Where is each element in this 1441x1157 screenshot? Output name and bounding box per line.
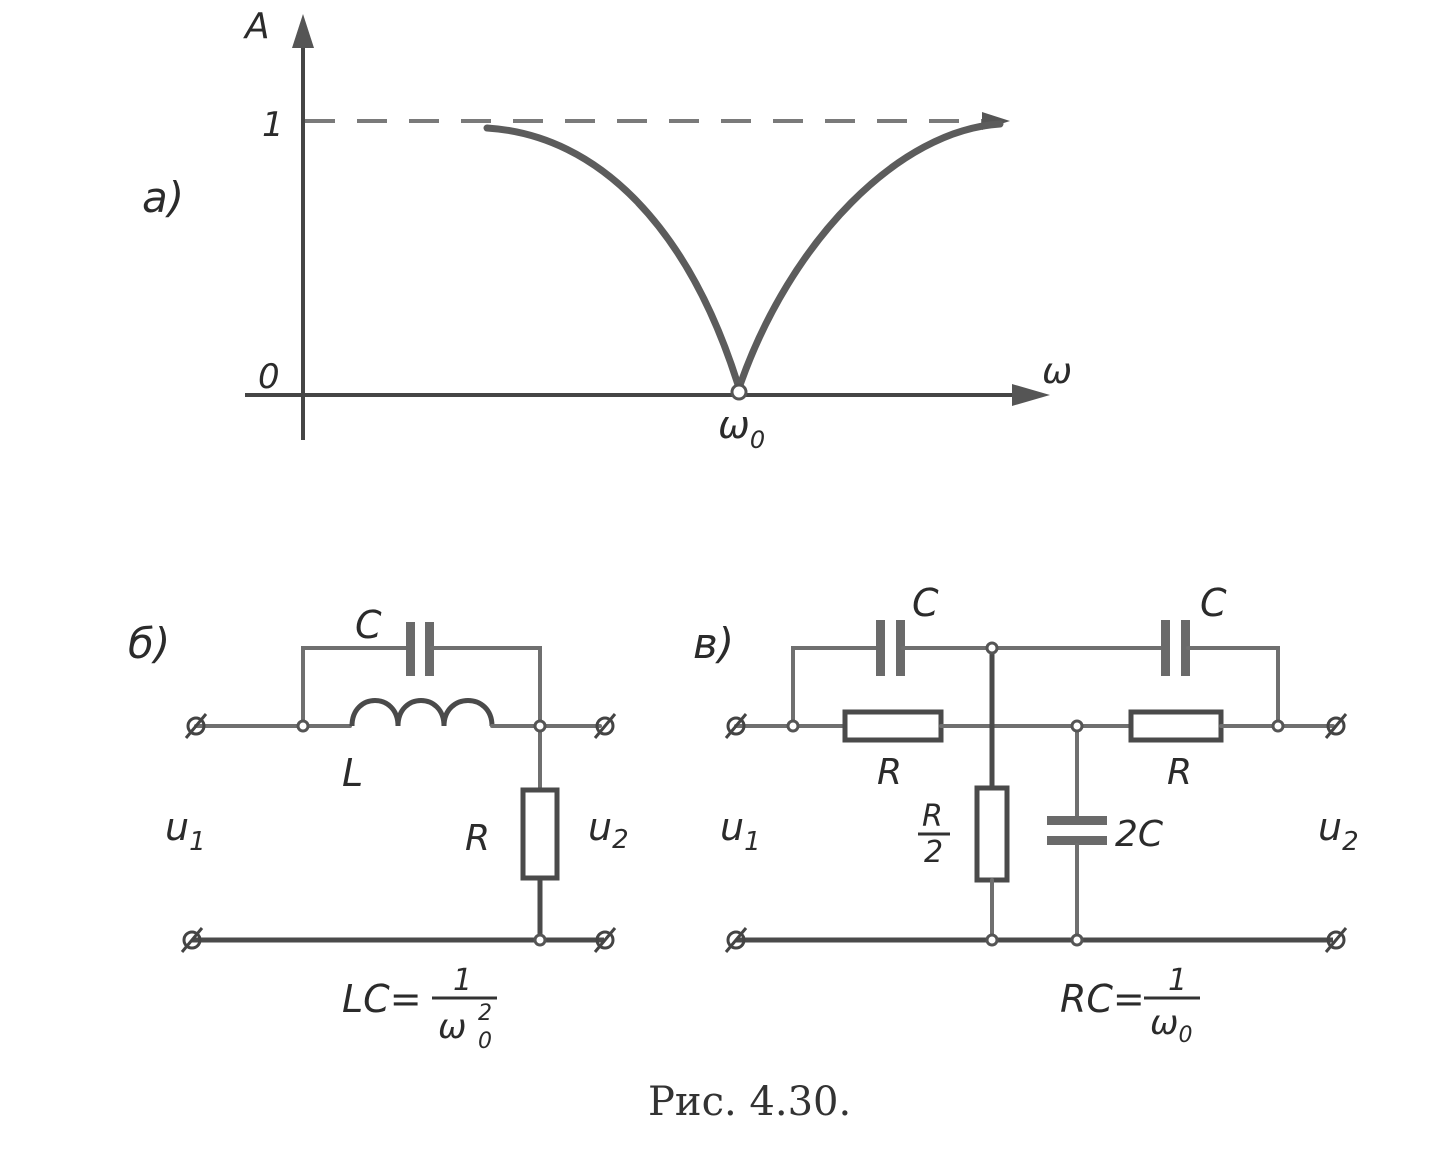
u2-label-v: u2 [1318,805,1359,857]
terminal-out-top [593,713,617,739]
resistor [520,787,560,881]
terminal-out-bottom [593,927,617,953]
cap-left-label: C [912,581,939,625]
formula-lc-sub: 0 [478,1029,492,1054]
cap-left-plate-1 [876,620,885,676]
formula-rc-lhs: RC= [1060,977,1145,1021]
cap-2c-plate-2 [1047,836,1107,845]
panel-a-graph: a) A 1 0 ω ω0 [142,6,1072,454]
formula-lc-sup: 2 [478,1001,492,1026]
formula-rc-denominator: ω0 [1150,1003,1192,1048]
panel-a-label: a) [142,173,184,222]
resistor-label: R [465,818,490,859]
y-axis-arrow [292,14,314,48]
response-curve-left [483,124,743,392]
terminal-in-top [184,713,208,739]
y-axis-label: A [243,6,270,47]
capacitor-label: C [355,603,382,647]
res-half-numerator: R [922,799,943,834]
cap-left-plate-2 [896,620,905,676]
formula-lc-denominator: ω [438,1007,466,1047]
x-axis-label: ω [1042,351,1072,392]
wire-cap-right [430,646,542,728]
wire-cap-left [301,646,410,728]
formula-lc-lhs: LC= [342,977,422,1021]
formula-lc-numerator: 1 [453,963,472,998]
node-cap-right [533,719,547,733]
wire-cap-top-left [791,646,880,728]
u1-label: u1 [165,805,206,857]
resistor-half [974,785,1010,883]
formula-rc-numerator: 1 [1168,963,1187,998]
terminal-v-out-top [1324,713,1348,739]
res-right-label: R [1167,752,1192,793]
terminal-v-in-top [724,713,748,739]
inductor-label: L [342,751,363,795]
panel-v-circuit: в) C C R R R 2 2C [693,581,1359,1048]
terminal-v-in-bottom [724,927,748,953]
cap-right-plate-1 [1161,620,1170,676]
capacitor-plate-right [425,622,434,676]
omega0-label: ω0 [718,403,765,454]
capacitor-plate-left [406,622,415,676]
node-ground-r2 [985,933,999,947]
node-ground [533,933,547,947]
cap-right-label: C [1200,581,1227,625]
terminal-v-out-bottom [1324,927,1348,953]
wire-cap-top-right [1186,646,1280,728]
node-in [786,719,800,733]
resistor-right [1128,709,1224,743]
u2-label: u2 [588,805,629,855]
cap-2c-label: 2C [1115,814,1164,855]
origin-label: 0 [258,357,280,397]
res-left-label: R [877,752,902,793]
y-tick-one-label: 1 [262,105,284,145]
u1-label-v: u1 [720,805,761,857]
response-curve-right [735,120,1004,392]
node-res-junction [1070,719,1084,733]
cap-right-plate-2 [1181,620,1190,676]
node-cap-left [296,719,310,733]
node-out [1271,719,1285,733]
res-half-denominator: 2 [924,835,943,870]
inductor-coil [349,698,495,727]
terminal-in-bottom [180,927,204,953]
cap-2c-plate-1 [1047,816,1107,825]
panel-b-circuit: б) C L R u1 u2 LC= 1 ω [128,603,629,1054]
resistor-left [842,709,944,743]
panel-v-label: в) [693,619,734,668]
node-cap-junction [985,641,999,655]
x-axis-arrow [1012,384,1050,406]
omega0-point [730,383,748,401]
node-ground-2c [1070,933,1084,947]
panel-b-label: б) [128,619,170,668]
figure-caption: Рис. 4.30. [648,1079,851,1125]
